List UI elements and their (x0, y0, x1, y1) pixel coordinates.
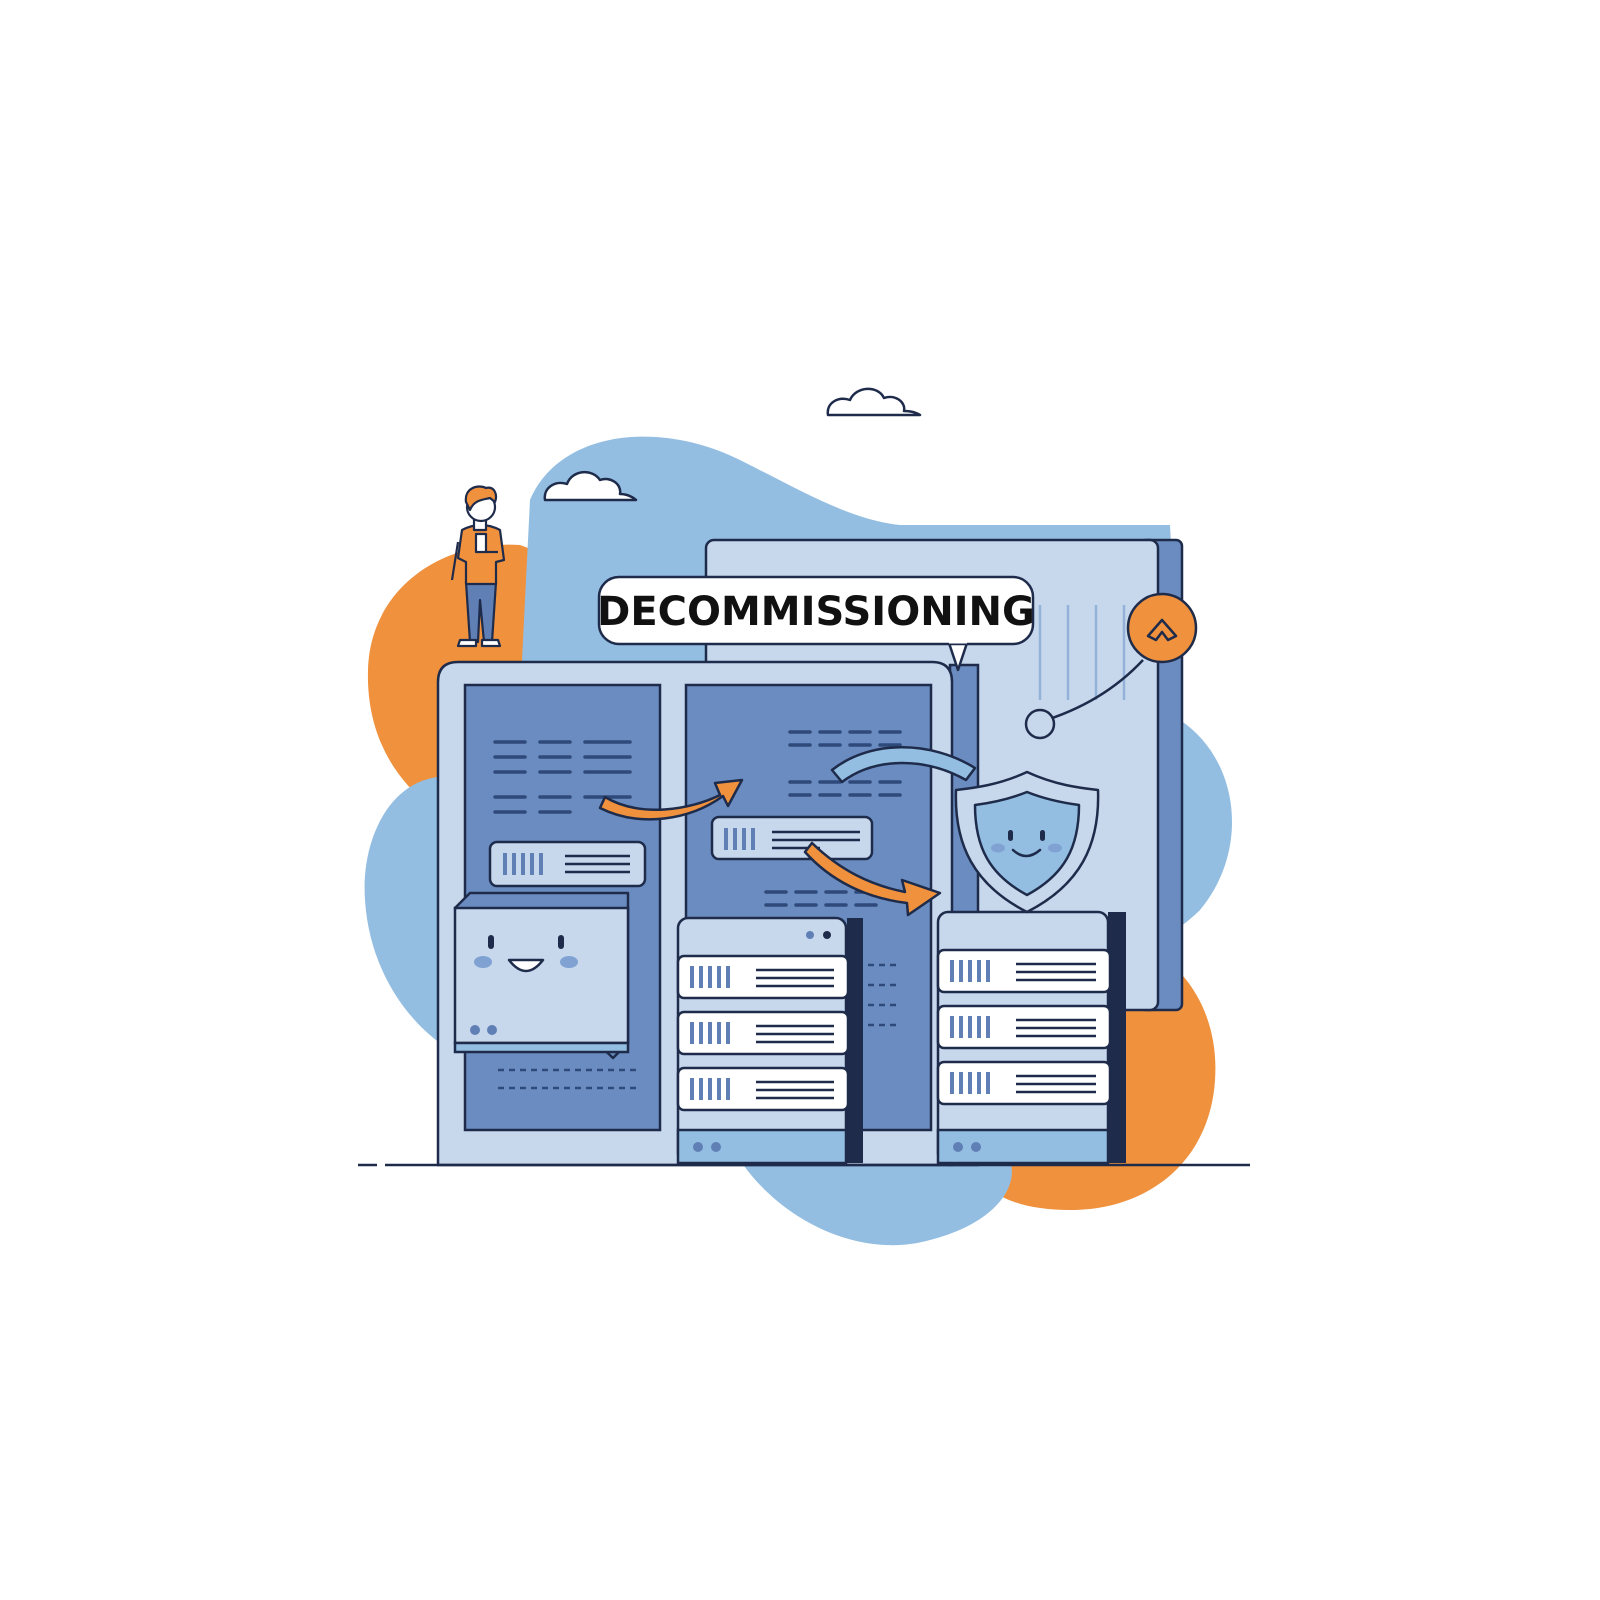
smiling-storage-box (453, 891, 630, 1060)
chevron-up-icon (1146, 618, 1178, 642)
server-unit (676, 1010, 850, 1056)
server-icon (676, 916, 863, 1165)
blue-blob-bottom (740, 1160, 1012, 1246)
drive-slot-migrating (710, 815, 874, 861)
server-unit (676, 1066, 850, 1112)
connector-node (1024, 708, 1056, 740)
server-unit (676, 954, 850, 1000)
person-icon (450, 485, 506, 648)
server-unit (936, 1004, 1112, 1050)
shield-icon (954, 770, 1100, 914)
arrow-icon (830, 746, 977, 784)
banner-text: DECOMMISSIONING (597, 589, 1035, 635)
arrow-icon (803, 841, 942, 917)
server-icon (936, 910, 1126, 1165)
banner: DECOMMISSIONING (597, 575, 1035, 672)
server-unit (936, 948, 1112, 994)
drive-slot-left (488, 840, 647, 888)
arrow-icon (598, 778, 744, 821)
cloud-icon (543, 471, 638, 502)
server-unit (936, 1060, 1112, 1106)
cloud-icon (826, 387, 922, 417)
chevron-up-badge (1126, 592, 1198, 664)
